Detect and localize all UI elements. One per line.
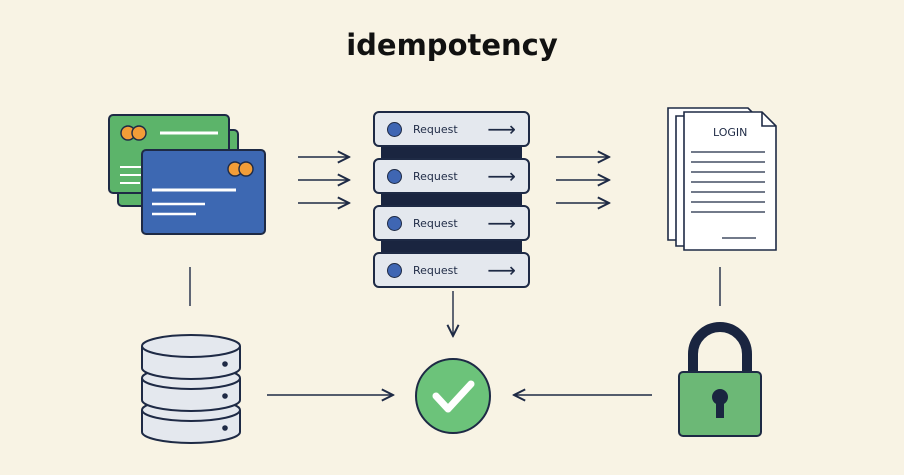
document-icon xyxy=(667,107,777,251)
document-title: LOGIN xyxy=(713,126,748,139)
request-label: Request xyxy=(413,217,458,230)
arrow-right-icon: ⟶ xyxy=(487,164,516,188)
request-label: Request xyxy=(413,123,458,136)
request-label: Request xyxy=(413,264,458,277)
database-icon xyxy=(141,334,241,444)
status-dot-icon xyxy=(387,169,402,184)
request-label: Request xyxy=(413,170,458,183)
request-row: Request ⟶ xyxy=(373,205,530,241)
status-dot-icon xyxy=(387,122,402,137)
checkmark-icon xyxy=(415,358,491,434)
status-dot-icon xyxy=(387,263,402,278)
vertical-connectors xyxy=(189,267,721,336)
request-row: Request ⟶ xyxy=(373,111,530,147)
status-dot-icon xyxy=(387,216,402,231)
cards-to-requests-arrows xyxy=(298,157,349,203)
request-row: Request ⟶ xyxy=(373,158,530,194)
requests-to-document-arrows xyxy=(556,157,609,203)
padlock-icon xyxy=(678,322,762,437)
arrow-right-icon: ⟶ xyxy=(487,211,516,235)
arrow-right-icon: ⟶ xyxy=(487,117,516,141)
request-row: Request ⟶ xyxy=(373,252,530,288)
diagram-title: idempotency xyxy=(346,28,558,62)
credit-cards-icon xyxy=(108,114,266,235)
arrow-right-icon: ⟶ xyxy=(487,258,516,282)
